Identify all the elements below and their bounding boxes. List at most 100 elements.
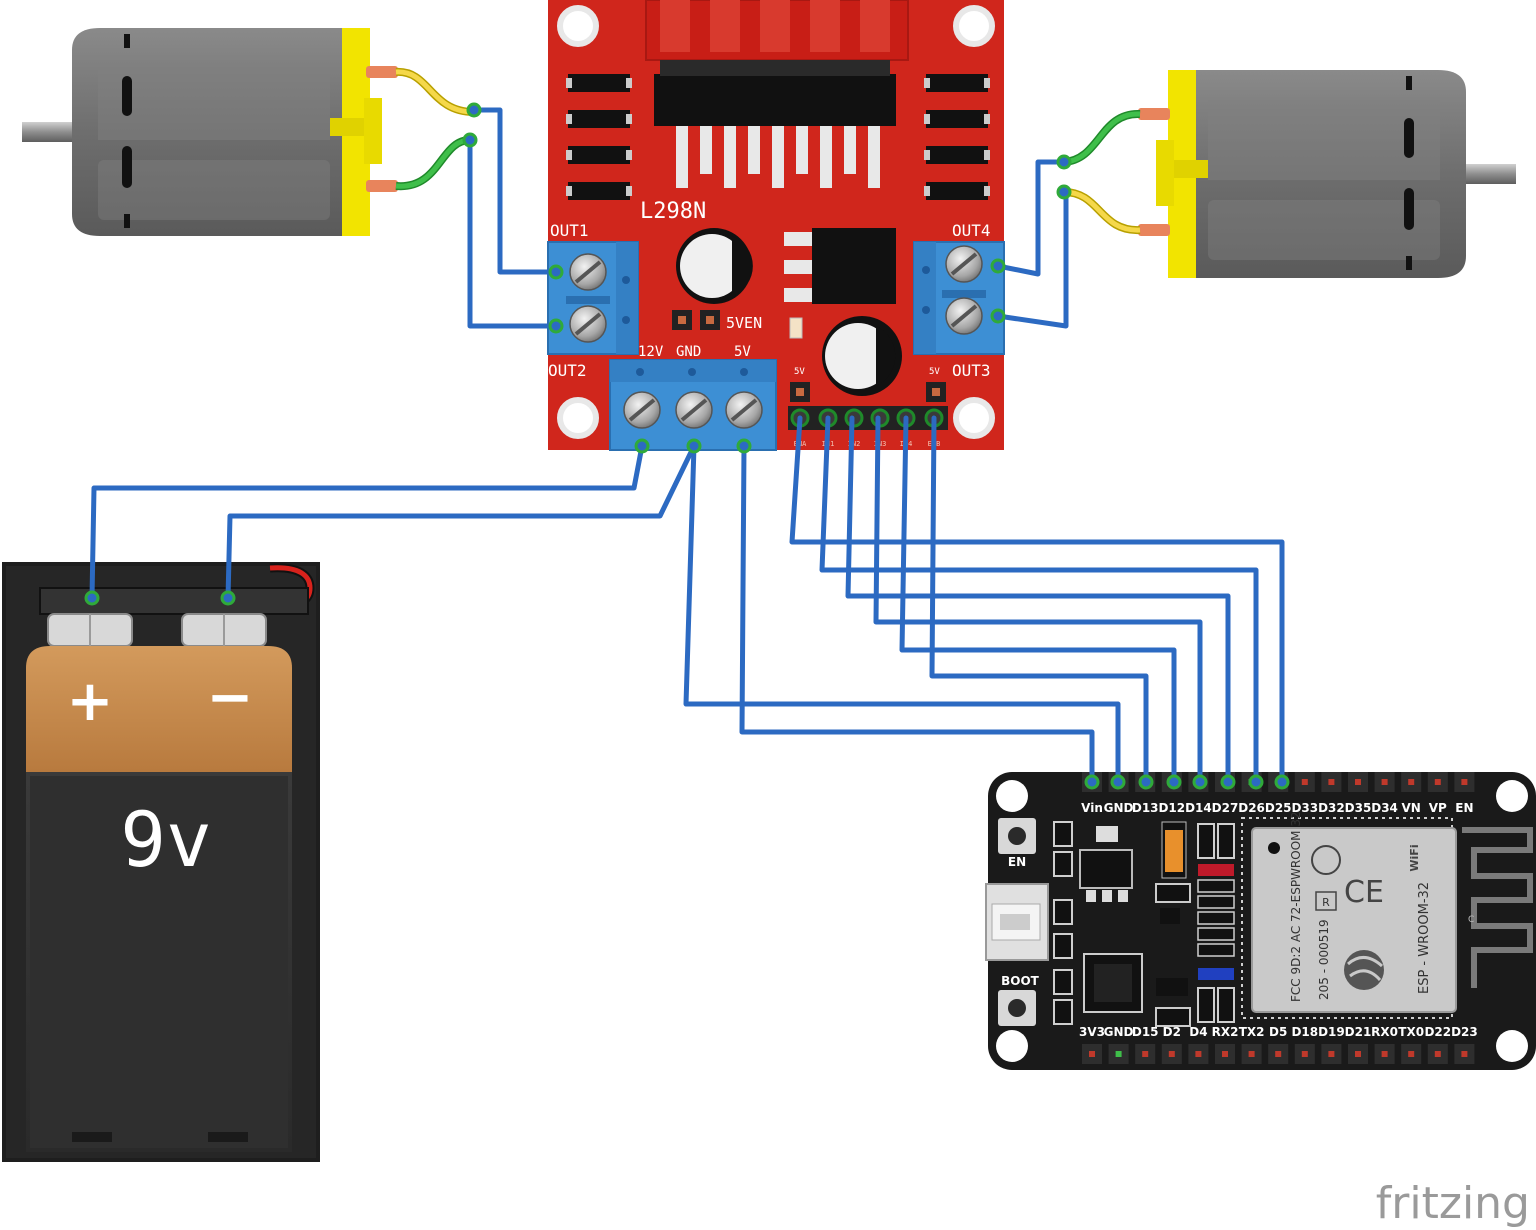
esp-bottom-pin-label-d4: D4	[1189, 1025, 1207, 1039]
wire-endpoint	[548, 264, 564, 280]
esp-top-pin-label-vin: Vin	[1081, 801, 1103, 815]
smd-led	[789, 317, 803, 339]
battery-clip	[39, 587, 309, 615]
esp-bottom-pin-label-d22: D22	[1424, 1025, 1451, 1039]
power-12v-label: 12V	[638, 344, 664, 360]
esp-mount-hole-bl	[996, 1030, 1028, 1062]
wire-battery-plus-12v	[89, 443, 645, 601]
wire-endpoint	[1110, 774, 1126, 790]
out2-label: OUT2	[548, 361, 587, 380]
esp-wroom-module	[1251, 827, 1457, 1013]
esp-top-pin-label-d33: D33	[1291, 801, 1318, 815]
module-fcc-text: FCC 9D:2 AC 72-ESPWROOM 32	[1289, 811, 1303, 1002]
diodes-left	[566, 74, 632, 200]
wire-gnd-esp-gnd	[683, 443, 1121, 785]
esp-top-pin-label-d13: D13	[1132, 801, 1159, 815]
wire-endpoint	[1220, 774, 1236, 790]
wire-endpoint	[1166, 774, 1182, 790]
wire-endpoint	[466, 102, 482, 118]
wire-endpoint	[1192, 774, 1208, 790]
wire-5v-esp-vin	[739, 443, 1095, 785]
voltage-regulator	[784, 228, 896, 304]
esp-bottom-pin-label-d21: D21	[1345, 1025, 1372, 1039]
motor-right	[1063, 70, 1516, 278]
esp-top-pin-label-vp: VP	[1429, 801, 1447, 815]
esp-top-pin-label-d32: D32	[1318, 801, 1345, 815]
capacitor-1	[676, 228, 753, 304]
jumper-5ven-label: 5VEN	[726, 314, 762, 332]
wire-ena-d25	[789, 415, 1285, 785]
esp-top-pin-label-d27: D27	[1212, 801, 1239, 815]
esp-bottom-pin-label-d15: D15	[1132, 1025, 1159, 1039]
wires	[89, 107, 1285, 785]
capacitor-2	[822, 316, 902, 396]
mount-hole-tr	[953, 5, 995, 47]
module-code-text: 205 - 000519	[1317, 919, 1331, 1000]
led-red	[1198, 864, 1234, 876]
esp-top-pin-label-vn: VN	[1402, 801, 1421, 815]
wire-motor-right-out3	[995, 189, 1069, 329]
battery-cap	[26, 646, 292, 772]
wire-endpoint	[548, 318, 564, 334]
motor-left	[22, 28, 475, 236]
motor-right-terminal-1	[1138, 108, 1170, 120]
pcb-antenna	[1462, 827, 1533, 988]
out3-label: OUT3	[952, 361, 991, 380]
boot-button-label: BOOT	[1001, 974, 1040, 988]
wire-endpoint	[1084, 774, 1100, 790]
header-pin-label-in2: IN2	[848, 440, 861, 448]
wire-in1-d26	[819, 415, 1259, 785]
module-wifi-text: WiFi	[1408, 844, 1421, 871]
wire-endpoint	[990, 258, 1006, 274]
esp-regulator	[1079, 849, 1133, 889]
ena-5v-label: 5V	[794, 367, 805, 377]
esp-bottom-pin-label-3v3: 3V3	[1079, 1025, 1105, 1039]
diodes-right	[924, 74, 990, 200]
esp-bottom-pin-label-d19: D19	[1318, 1025, 1345, 1039]
l298n-chip	[654, 74, 896, 126]
esp-bottom-pin-label-d2: D2	[1163, 1025, 1181, 1039]
battery-minus-sign: −	[207, 665, 254, 730]
esp-bottom-pin-label-d23: D23	[1451, 1025, 1478, 1039]
tantalum-capacitor	[1165, 830, 1183, 872]
motor-right-terminal-2	[1138, 224, 1170, 236]
battery-plus-sign: +	[67, 669, 114, 734]
wire-endpoint	[990, 308, 1006, 324]
power-5v-label: 5V	[734, 344, 751, 360]
antenna-c-text: C	[1468, 915, 1474, 925]
module-r-text: R	[1322, 896, 1330, 909]
battery-9v: + − 9v	[2, 562, 320, 1162]
wire-in3-d14	[873, 415, 1203, 785]
terminal-block-out3-out4	[913, 241, 1005, 355]
terminal-block-out1-out2	[547, 241, 639, 355]
esp-top-pin-label-d25: D25	[1265, 801, 1292, 815]
mount-hole-tl	[557, 5, 599, 47]
boot-button	[1008, 999, 1026, 1017]
esp-bottom-pin-label-gnd: GND	[1104, 1025, 1134, 1039]
battery-voltage-label: 9v	[120, 795, 212, 884]
wire-endpoint	[1274, 774, 1290, 790]
wire-endpoint	[1056, 154, 1072, 170]
esp-top-pin-label-d12: D12	[1158, 801, 1185, 815]
esp-bottom-pin-label-tx2: TX2	[1239, 1025, 1265, 1039]
en-button-label: EN	[1008, 855, 1026, 869]
motor-left-body	[72, 28, 346, 236]
esp-top-pin-label-d14: D14	[1185, 801, 1212, 815]
wire-endpoint	[634, 438, 650, 454]
wire-battery-minus-gnd	[225, 443, 697, 601]
out4-label: OUT4	[952, 221, 991, 240]
esp-bottom-pin-label-tx0: TX0	[1398, 1025, 1424, 1039]
esp-bottom-pin-label-rx2: RX2	[1212, 1025, 1239, 1039]
wire-endpoint	[1248, 774, 1264, 790]
esp-mount-hole-tr	[1496, 780, 1528, 812]
esp-bottom-pin-label-rx0: RX0	[1371, 1025, 1398, 1039]
esp-top-pin-label-d35: D35	[1345, 801, 1372, 815]
esp-bottom-pin-label-d18: D18	[1291, 1025, 1318, 1039]
wire-endpoint	[1138, 774, 1154, 790]
esp-top-pin-label-d26: D26	[1238, 801, 1265, 815]
power-gnd-label: GND	[676, 344, 701, 360]
motor-right-shaft	[1456, 164, 1516, 184]
wire-endpoint	[736, 438, 752, 454]
enb-5v-label: 5V	[929, 367, 940, 377]
